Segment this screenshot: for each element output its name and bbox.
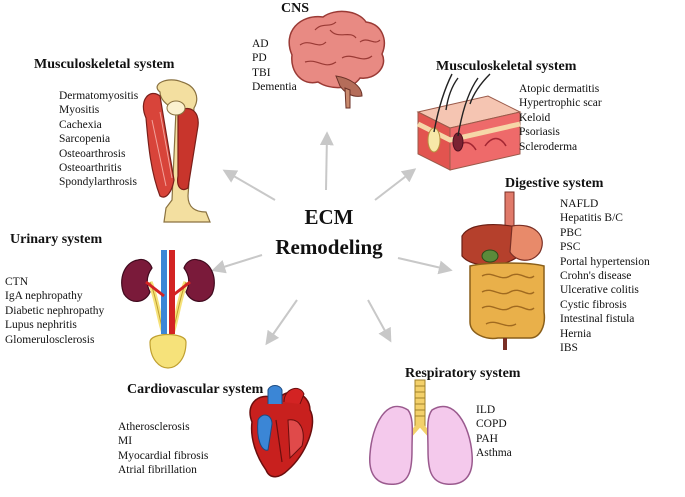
disease-item: PD bbox=[252, 52, 267, 65]
disease-item: Asthma bbox=[476, 447, 512, 460]
center-title: ECM Remodeling bbox=[262, 202, 396, 262]
disease-item: IBS bbox=[560, 342, 578, 355]
disease-item: Osteoarthrosis bbox=[59, 147, 126, 160]
disease-item: IgA nephropathy bbox=[5, 290, 83, 303]
disease-item: Hernia bbox=[560, 327, 592, 340]
disease-item: PBC bbox=[560, 226, 582, 239]
disease-item: Intestinal fistula bbox=[560, 313, 635, 326]
disease-item: Cachexia bbox=[59, 118, 102, 131]
disease-item: Ulcerative colitis bbox=[560, 284, 639, 297]
digestive-organs-icon bbox=[461, 191, 546, 350]
center-title-line2: Remodeling bbox=[275, 235, 383, 259]
arrow-cardiovascular bbox=[265, 299, 298, 346]
disease-item: Portal hypertension bbox=[560, 255, 650, 268]
urinary-title: Urinary system bbox=[10, 232, 103, 247]
skin-icon bbox=[416, 73, 522, 171]
heart-icon bbox=[249, 385, 314, 478]
musculoskeletal-right-title: Musculoskeletal system bbox=[436, 59, 577, 74]
disease-item: Atopic dermatitis bbox=[519, 83, 600, 95]
arrow-skin bbox=[374, 168, 417, 201]
disease-item: Atrial fibrillation bbox=[118, 464, 197, 477]
disease-item: Atherosclerosis bbox=[118, 421, 190, 433]
disease-item: Dermatomyositis bbox=[59, 90, 139, 102]
disease-item: Myositis bbox=[59, 104, 100, 117]
disease-item: PSC bbox=[560, 241, 581, 254]
kidney-icon bbox=[121, 250, 215, 369]
disease-item: Sarcopenia bbox=[59, 133, 111, 146]
arrows bbox=[211, 131, 453, 346]
disease-item: Lupus nephritis bbox=[5, 319, 77, 332]
disease-item: Keloid bbox=[519, 111, 551, 124]
disease-item: PAH bbox=[476, 432, 498, 445]
cardiovascular-title: Cardiovascular system bbox=[127, 382, 264, 397]
disease-item: CTN bbox=[5, 276, 28, 288]
leg-muscle-icon bbox=[142, 79, 211, 223]
disease-item: Spondylarthrosis bbox=[59, 176, 137, 189]
disease-item: Scleroderma bbox=[519, 140, 578, 153]
disease-item: Hepatitis B/C bbox=[560, 212, 623, 225]
disease-item: COPD bbox=[476, 418, 507, 431]
disease-item: Hypertrophic scar bbox=[519, 97, 602, 110]
disease-item: MI bbox=[118, 435, 133, 448]
disease-item: Osteoarthritis bbox=[59, 162, 122, 175]
digestive-title: Digestive system bbox=[505, 176, 604, 191]
disease-item: Dementia bbox=[252, 81, 297, 94]
arrow-musculoskeletal-left bbox=[222, 169, 276, 201]
disease-item: NAFLD bbox=[560, 198, 599, 210]
disease-item: Diabetic nephropathy bbox=[5, 304, 105, 317]
lungs-icon bbox=[369, 379, 473, 485]
disease-item: Glomerulosclerosis bbox=[5, 333, 95, 346]
arrow-urinary bbox=[211, 254, 263, 274]
arrow-digestive bbox=[397, 257, 453, 275]
arrow-cns bbox=[319, 131, 334, 191]
disease-item: Crohn's disease bbox=[560, 270, 632, 283]
arrow-respiratory bbox=[367, 299, 392, 343]
cns-title: CNS bbox=[281, 1, 310, 16]
disease-item: AD bbox=[252, 38, 269, 50]
disease-item: Cystic fibrosis bbox=[560, 298, 627, 311]
respiratory-title: Respiratory system bbox=[405, 366, 521, 381]
disease-item: ILD bbox=[476, 404, 496, 416]
disease-item: TBI bbox=[252, 66, 271, 79]
center-title-line1: ECM bbox=[304, 205, 354, 229]
disease-item: Psoriasis bbox=[519, 126, 560, 139]
musculoskeletal-left-title: Musculoskeletal system bbox=[34, 57, 175, 72]
disease-item: Myocardial fibrosis bbox=[118, 449, 209, 462]
brain-icon bbox=[288, 10, 386, 109]
